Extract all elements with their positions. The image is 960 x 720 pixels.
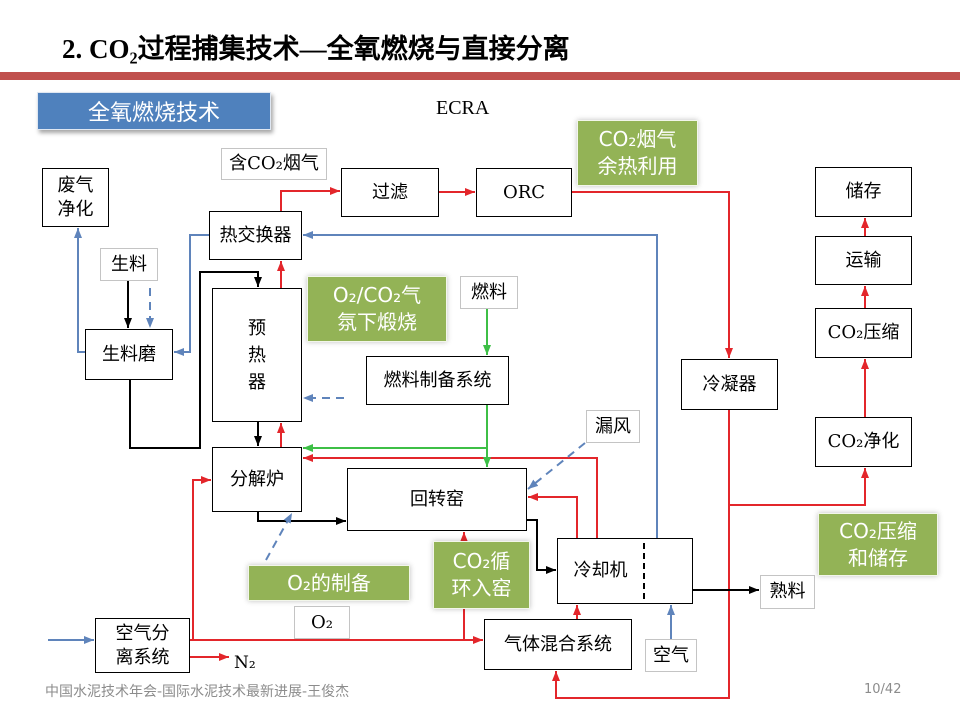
- unit-orc: ORC: [476, 168, 572, 217]
- flow-cooler-to-rotary-kiln: [528, 493, 578, 538]
- label-clinker: 熟料: [760, 575, 815, 609]
- flow-heat-exchanger-to-raw-mill: [174, 234, 209, 356]
- label-fuel: 燃料: [460, 276, 518, 309]
- callout-co2-compression-storage: CO₂压缩 和储存: [818, 513, 938, 576]
- label-air-leak: 漏风: [586, 410, 640, 443]
- cooler-section-divider: [643, 543, 645, 599]
- title-accent-bar: [0, 72, 960, 80]
- unit-cooler-label: 冷却机: [573, 560, 628, 582]
- unit-gas-mixing: 气体混合系统: [484, 619, 632, 670]
- label-raw-meal: 生料: [100, 248, 158, 281]
- callout-flue-gas-heat-recovery: CO₂烟气 余热利用: [577, 120, 698, 186]
- flow-condenser-to-co2-purification: [729, 468, 869, 506]
- callout-calcination-atmosphere: O₂/CO₂气 氛下煅烧: [307, 276, 447, 342]
- unit-waste-gas-cleaning: 废气 净化: [42, 168, 109, 227]
- flow-raw-mill-to-preheater: [129, 271, 262, 449]
- unit-heat-exchanger: 热交换器: [209, 211, 302, 260]
- flow-cooler-to-calciner: [303, 454, 598, 538]
- unit-transport: 运输: [815, 236, 912, 285]
- flow-oxygen-to-calciner: [192, 476, 211, 640]
- callout-co2-recycle-to-kiln: CO₂循 环入窑: [433, 541, 530, 609]
- flow-heat-exchanger-to-filter: [280, 187, 340, 211]
- unit-preheater: 预 热 器: [212, 288, 302, 422]
- unit-condenser: 冷凝器: [681, 359, 778, 410]
- unit-filter: 过滤: [341, 168, 439, 217]
- slide-title: 2. CO₂过程捕集技术—全氧燃烧与直接分离: [62, 34, 570, 64]
- flow-raw-mill-to-waste-gas-cleaning: [74, 228, 85, 353]
- flow-condenser-to-gas-mixing: [552, 410, 730, 699]
- unit-calciner: 分解炉: [212, 447, 302, 512]
- unit-co2-compression: CO₂压缩: [815, 308, 912, 358]
- unit-fuel-preparation: 燃料制备系统: [366, 356, 509, 405]
- label-oxygen: O₂: [294, 606, 350, 639]
- flow-orc-to-condenser: [572, 191, 733, 358]
- unit-co2-purification: CO₂净化: [815, 417, 912, 467]
- label-air: 空气: [645, 639, 697, 672]
- unit-storage: 储存: [815, 167, 912, 217]
- section-badge: 全氧燃烧技术: [37, 92, 271, 130]
- flow-cooler-to-heat-exchanger: [303, 231, 658, 538]
- unit-raw-mill: 生料磨: [85, 329, 173, 380]
- page-number: 10/42: [864, 682, 902, 697]
- label-flue-gas: 含CO₂烟气: [221, 148, 327, 180]
- pointer-air-leak-to-rotary-kiln: [527, 442, 586, 490]
- slide-footer: 中国水泥技术年会-国际水泥技术最新进展-王俊杰: [45, 684, 350, 700]
- pointer-oxygen-preparation-to-calciner: [265, 512, 293, 561]
- diagram-subtitle: ECRA: [436, 97, 490, 119]
- unit-rotary-kiln: 回转窑: [347, 468, 527, 531]
- label-nitrogen: N₂: [234, 653, 256, 673]
- flow-calciner-to-rotary-kiln: [257, 512, 346, 525]
- flow-rotary-kiln-to-cooler: [527, 519, 556, 574]
- unit-cooler: 冷却机: [557, 538, 693, 604]
- callout-oxygen-preparation: O₂的制备: [248, 565, 410, 601]
- unit-air-separation: 空气分 离系统: [95, 618, 190, 673]
